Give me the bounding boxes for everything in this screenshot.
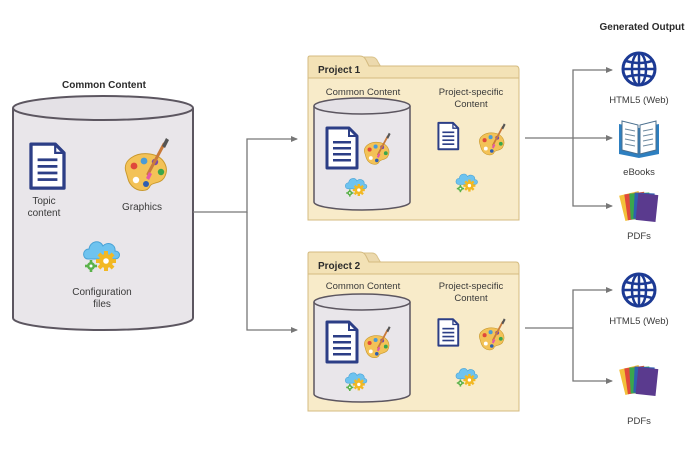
output-pdfs-label-1: PDFs <box>627 231 651 242</box>
configuration-files-label: Configuration files <box>72 287 132 310</box>
project-1-specific-label: Project-specific Content <box>438 87 504 110</box>
connector-project-2-to-outputs <box>525 287 613 384</box>
topic-content-icon <box>29 142 66 190</box>
pdf-stack-icon <box>619 364 659 396</box>
project-2-topic-icon <box>325 320 359 364</box>
globe-icon <box>621 51 657 87</box>
common-content-title: Common Content <box>62 80 146 91</box>
project-2-common-label: Common Content <box>325 281 401 292</box>
project-2-title: Project 2 <box>318 261 361 272</box>
globe-icon <box>621 272 657 308</box>
project-2-specific-label: Project-specific Content <box>438 281 504 304</box>
output-pdfs-label-2: PDFs <box>627 416 651 427</box>
project-1-common-label: Common Content <box>325 87 401 98</box>
pdf-stack-icon <box>619 190 659 222</box>
project-1-specific-topic-icon <box>437 121 460 151</box>
project-2-specific-topic-icon <box>437 318 460 347</box>
connector-common-to-projects <box>193 136 298 333</box>
graphics-label: Graphics <box>121 202 162 213</box>
generated-output-title: Generated Output <box>599 22 685 33</box>
project-1-title: Project 1 <box>318 65 361 76</box>
book-icon <box>618 120 660 159</box>
output-ebooks-label: eBooks <box>623 167 655 178</box>
topic-content-label: Topic content <box>27 196 61 219</box>
output-html5-label-2: HTML5 (Web) <box>609 316 669 327</box>
connector-project-1-to-outputs <box>525 67 613 209</box>
project-1-topic-icon <box>325 126 359 170</box>
output-html5-label-1: HTML5 (Web) <box>609 95 669 106</box>
